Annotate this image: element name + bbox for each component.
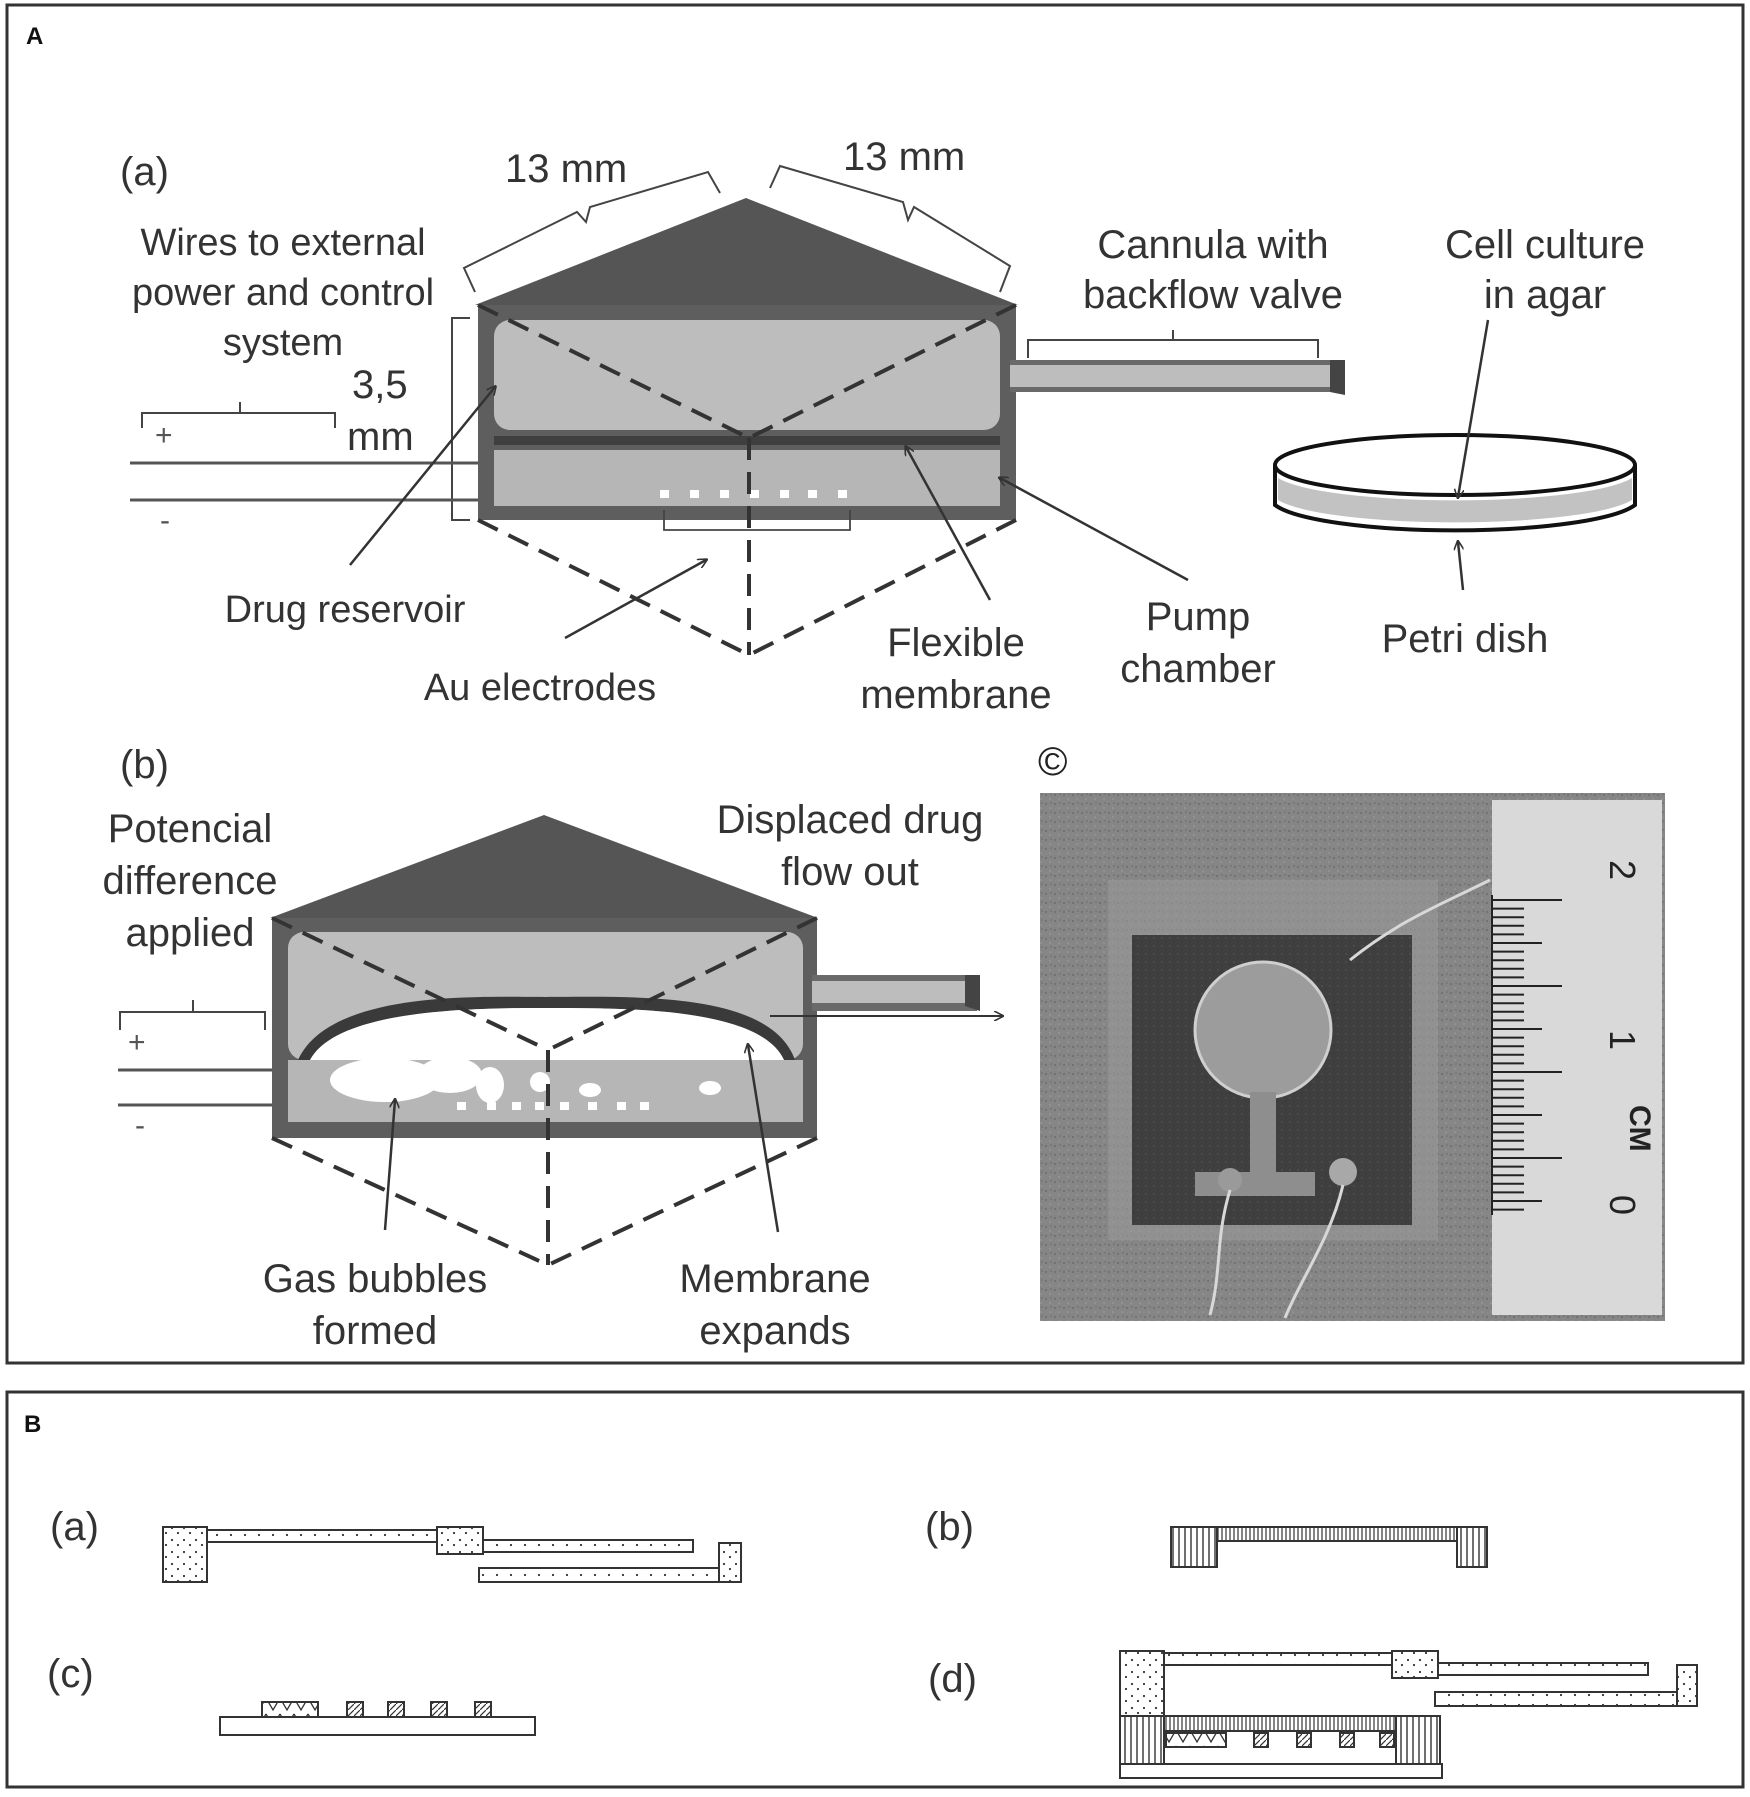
- potential-label-line1: Potencial: [108, 807, 273, 851]
- dim-brace-left: [462, 170, 721, 293]
- device-photo: [1040, 793, 1665, 1321]
- dim-brace-right: [769, 164, 1012, 293]
- cannula-label-line1: Cannula with: [1097, 223, 1328, 267]
- drug-reservoir-label: Drug reservoir: [225, 589, 466, 631]
- wire-plus: +: [155, 419, 173, 452]
- ruler-ticks: [1491, 895, 1562, 1215]
- layer-d-assembly: [1119, 1650, 1698, 1779]
- chip-chamber: [1193, 960, 1333, 1100]
- wires-label-line1: Wires to external: [140, 222, 425, 264]
- cannula-label-line2: backflow valve: [1083, 273, 1343, 317]
- expanded-membrane: [298, 996, 795, 1060]
- potential-label-line2: difference: [103, 859, 278, 903]
- dim-height-bracket: [451, 317, 470, 521]
- wires-label-line2: power and control: [132, 272, 434, 314]
- ruler-number-0: 0: [1602, 1195, 1643, 1215]
- device-roof-b: [270, 815, 818, 918]
- wire-plus-b: +: [128, 1026, 146, 1059]
- pump-chamber-label-line1: Pump: [1146, 595, 1251, 639]
- displaced-label-line2: flow out: [781, 850, 919, 894]
- panel-b-label-a: (a): [50, 1505, 99, 1549]
- panel-b: B (a) (b) (c) (d): [5, 1390, 1745, 1789]
- cell-culture-line1: Cell culture: [1445, 223, 1645, 267]
- petri-dish: [1273, 433, 1637, 533]
- gas-bubbles-label-line2: formed: [313, 1309, 438, 1353]
- subfigure-a: (a) 13 mm 13 mm: [120, 135, 1645, 717]
- layer-a-cover: [162, 1526, 742, 1583]
- cell-culture-line2: in agar: [1484, 273, 1606, 317]
- au-electrodes: [660, 490, 847, 498]
- cannula-brace: [1027, 330, 1319, 358]
- dim-height-line2: mm: [347, 415, 414, 459]
- au-electrodes-label: Au electrodes: [424, 667, 656, 709]
- subfigure-b: (b): [103, 743, 1002, 1353]
- panel-b-label-b: (b): [925, 1505, 974, 1549]
- wire-minus-b: -: [135, 1109, 145, 1142]
- subfigure-c: © 2 1 CM 0: [1038, 740, 1665, 1321]
- projection-lines: [477, 303, 1017, 657]
- gas-bubbles: [330, 1057, 721, 1110]
- wires: [130, 461, 478, 502]
- panel-b-label-d: (d): [928, 1657, 977, 1701]
- callout-arrows: [349, 319, 1490, 640]
- panel-b-letter: B: [24, 1411, 41, 1438]
- panel-a: A (a) 13 mm 13 mm: [5, 3, 1745, 1365]
- pump-chamber-label-line2: chamber: [1120, 647, 1276, 691]
- electrode-bracket: [663, 510, 851, 531]
- membrane-expands-label-line2: expands: [699, 1309, 850, 1353]
- displaced-label-line1: Displaced drug: [717, 798, 984, 842]
- panel-a-letter: A: [26, 23, 43, 50]
- membrane-expands-label-line1: Membrane: [679, 1257, 870, 1301]
- layer-c-electrodes: [219, 1701, 536, 1736]
- wires-brace: [141, 402, 336, 428]
- dim-right-label: 13 mm: [843, 135, 965, 179]
- flexible-membrane-label-line2: membrane: [860, 673, 1051, 717]
- drug-reservoir: [494, 320, 1000, 430]
- photo-wires: [1208, 878, 1491, 1319]
- dim-height-line1: 3,5: [352, 363, 408, 407]
- wire-minus: -: [160, 504, 170, 537]
- ruler-number-2: 2: [1602, 860, 1643, 880]
- petri-dish-label: Petri dish: [1382, 617, 1549, 661]
- layer-b-membrane: [1170, 1526, 1488, 1568]
- ruler-unit: CM: [1623, 1105, 1656, 1152]
- ruler-number-1: 1: [1602, 1030, 1643, 1050]
- panel-b-label-c: (c): [47, 1652, 94, 1696]
- flexible-membrane-label-line1: Flexible: [887, 621, 1025, 665]
- gas-bubbles-label-line1: Gas bubbles: [263, 1257, 488, 1301]
- subfigure-b-label: (b): [120, 743, 169, 787]
- wires-label-line3: system: [223, 322, 343, 364]
- ruler: [1492, 800, 1662, 1315]
- potential-label-line3: applied: [125, 911, 254, 955]
- device-roof: [475, 198, 1018, 305]
- subfigure-c-label: ©: [1038, 740, 1067, 784]
- subfigure-a-label: (a): [120, 150, 169, 194]
- dim-left-label: 13 mm: [505, 147, 627, 191]
